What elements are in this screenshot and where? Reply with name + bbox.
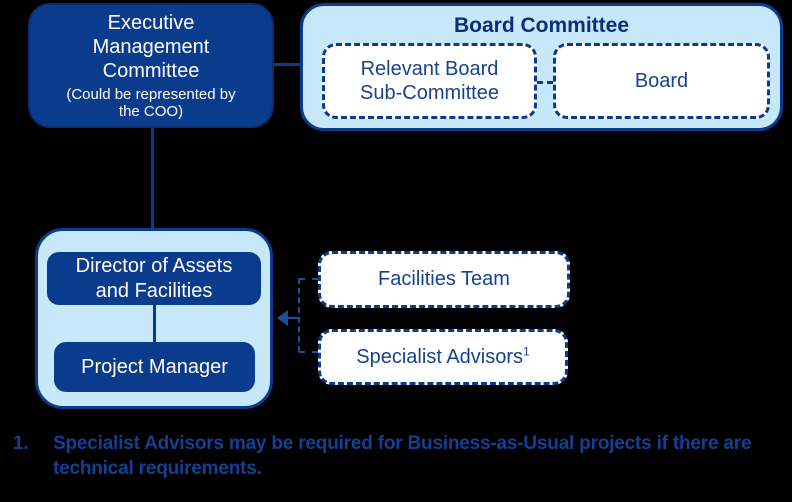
connector-emc-to-delivery-group: [151, 128, 154, 229]
support-arrowhead-icon: [277, 310, 288, 326]
connector-specialist-branch: [299, 351, 318, 353]
specialist-advisors-label: Specialist Advisors1: [356, 344, 530, 368]
executive-management-committee-node: Executive Management Committee (Could be…: [28, 3, 274, 128]
footnote-text: Specialist Advisors may be required for …: [53, 433, 752, 479]
footnote: 1. Specialist Advisors may be required f…: [13, 432, 775, 481]
director-of-assets-label: Director of Assets and Facilities: [75, 255, 233, 302]
connector-director-to-project-manager: [153, 305, 156, 343]
relevant-board-sub-committee-label: Relevant Board Sub-Committee: [360, 57, 499, 104]
project-manager-label: Project Manager: [81, 355, 228, 378]
connector-emc-to-board-committee: [274, 63, 302, 66]
footnote-number: 1.: [13, 433, 29, 454]
relevant-board-sub-committee-node: Relevant Board Sub-Committee: [322, 43, 537, 119]
connector-facilities-branch: [299, 278, 318, 280]
board-committee-title: Board Committee: [453, 14, 630, 37]
facilities-team-node: Facilities Team: [318, 251, 570, 308]
specialist-advisors-node: Specialist Advisors1: [318, 329, 568, 385]
delivery-group: Director of Assets and Facilities Projec…: [35, 228, 273, 409]
facilities-team-label: Facilities Team: [378, 268, 510, 291]
executive-management-committee-subtitle: (Could be represented by the COO): [66, 85, 236, 121]
director-of-assets-node: Director of Assets and Facilities: [47, 252, 261, 305]
connector-support-to-group: [288, 317, 298, 319]
project-manager-node: Project Manager: [54, 342, 255, 392]
executive-management-committee-title: Executive Management Committee: [92, 11, 210, 83]
board-committee-group: Board Committee Relevant Board Sub-Commi…: [300, 3, 783, 131]
board-label: Board: [634, 69, 689, 92]
connector-subcommittee-to-board: [537, 81, 553, 84]
connector-support-spine: [298, 278, 300, 352]
specialist-advisors-footnote-marker: 1: [523, 344, 530, 359]
board-node: Board: [553, 43, 770, 119]
